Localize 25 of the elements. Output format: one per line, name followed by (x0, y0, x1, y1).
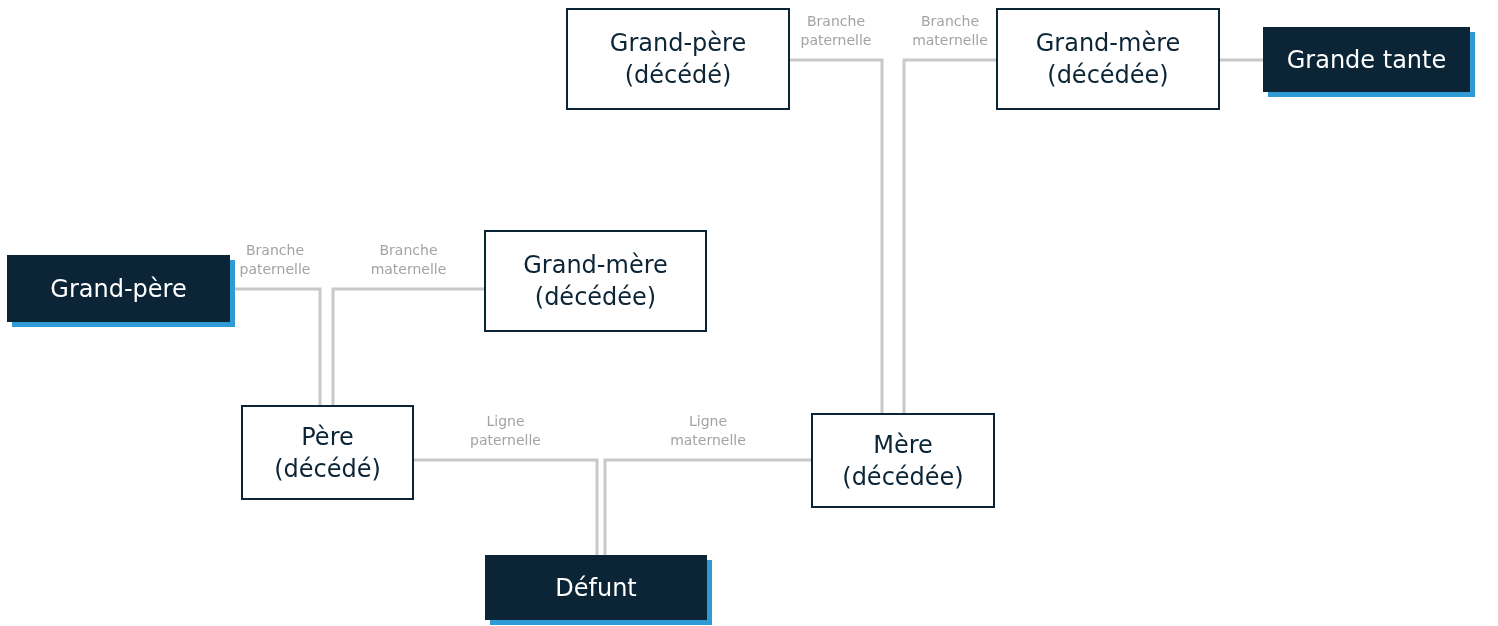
connector-line (1220, 58, 1263, 62)
person-box (566, 8, 790, 110)
person-name: Grand-père (décédé) (608, 28, 748, 91)
person-name: Grand-père (49, 273, 188, 305)
connector-line (902, 58, 996, 413)
person-box (996, 8, 1220, 110)
person-name: Grande tante (1285, 44, 1448, 76)
person-name: Défunt (554, 572, 638, 604)
edge-label: Ligne maternelle (669, 412, 747, 450)
person-name: Mère (décédée) (841, 429, 965, 493)
connector-line (790, 58, 884, 413)
person-name: Grand-mère (décédée) (522, 250, 669, 313)
connector-line (331, 287, 484, 405)
connector-line (414, 458, 599, 555)
edge-label: Branche paternelle (238, 241, 312, 279)
edge-label: Branche maternelle (911, 12, 989, 50)
person-box (484, 230, 707, 332)
connector-line (603, 458, 811, 555)
person-box (811, 413, 995, 508)
edge-label: Branche paternelle (799, 12, 873, 50)
person-name: Père (décédé) (273, 421, 382, 485)
person-name: Grand-mère (décédée) (1034, 28, 1182, 91)
person-box (241, 405, 414, 500)
edge-label: Ligne paternelle (469, 412, 542, 450)
edge-label: Branche maternelle (369, 241, 448, 279)
